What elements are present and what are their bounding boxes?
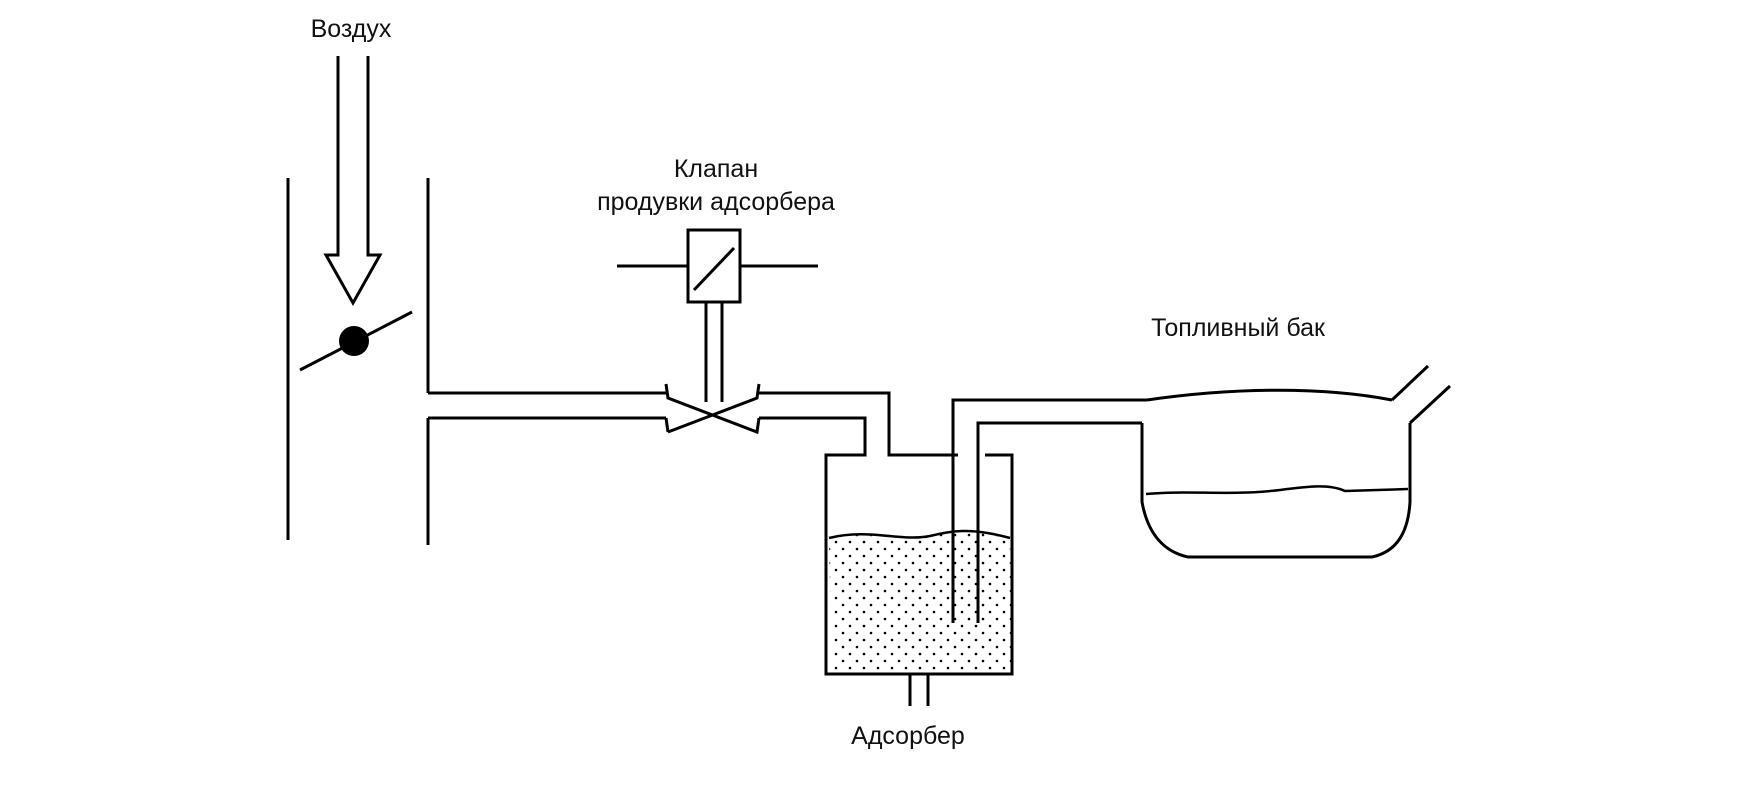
- air-flow-arrow-icon: [323, 56, 383, 307]
- adsorber-label: Адсорбер: [851, 722, 965, 750]
- air-label: Воздух: [311, 15, 392, 43]
- pipe-valve-to-adsorber: [759, 391, 958, 470]
- purge-valve-icon: [617, 228, 818, 435]
- pipe-tank-to-adsorber: [951, 398, 1147, 623]
- purge-valve-label-line2: продувки адсорбера: [597, 188, 835, 216]
- pipe-intake-to-valve: [428, 391, 666, 420]
- purge-valve-label-line1: Клапан: [674, 155, 758, 183]
- intake-duct: [286, 178, 430, 545]
- adsorbent-fill: [829, 530, 1012, 674]
- adsorber-canister: [824, 453, 1014, 706]
- throttle-valve-icon: [299, 310, 413, 372]
- fuel-tank-label: Топливный бак: [1151, 314, 1326, 342]
- fuel-tank: [1140, 364, 1452, 559]
